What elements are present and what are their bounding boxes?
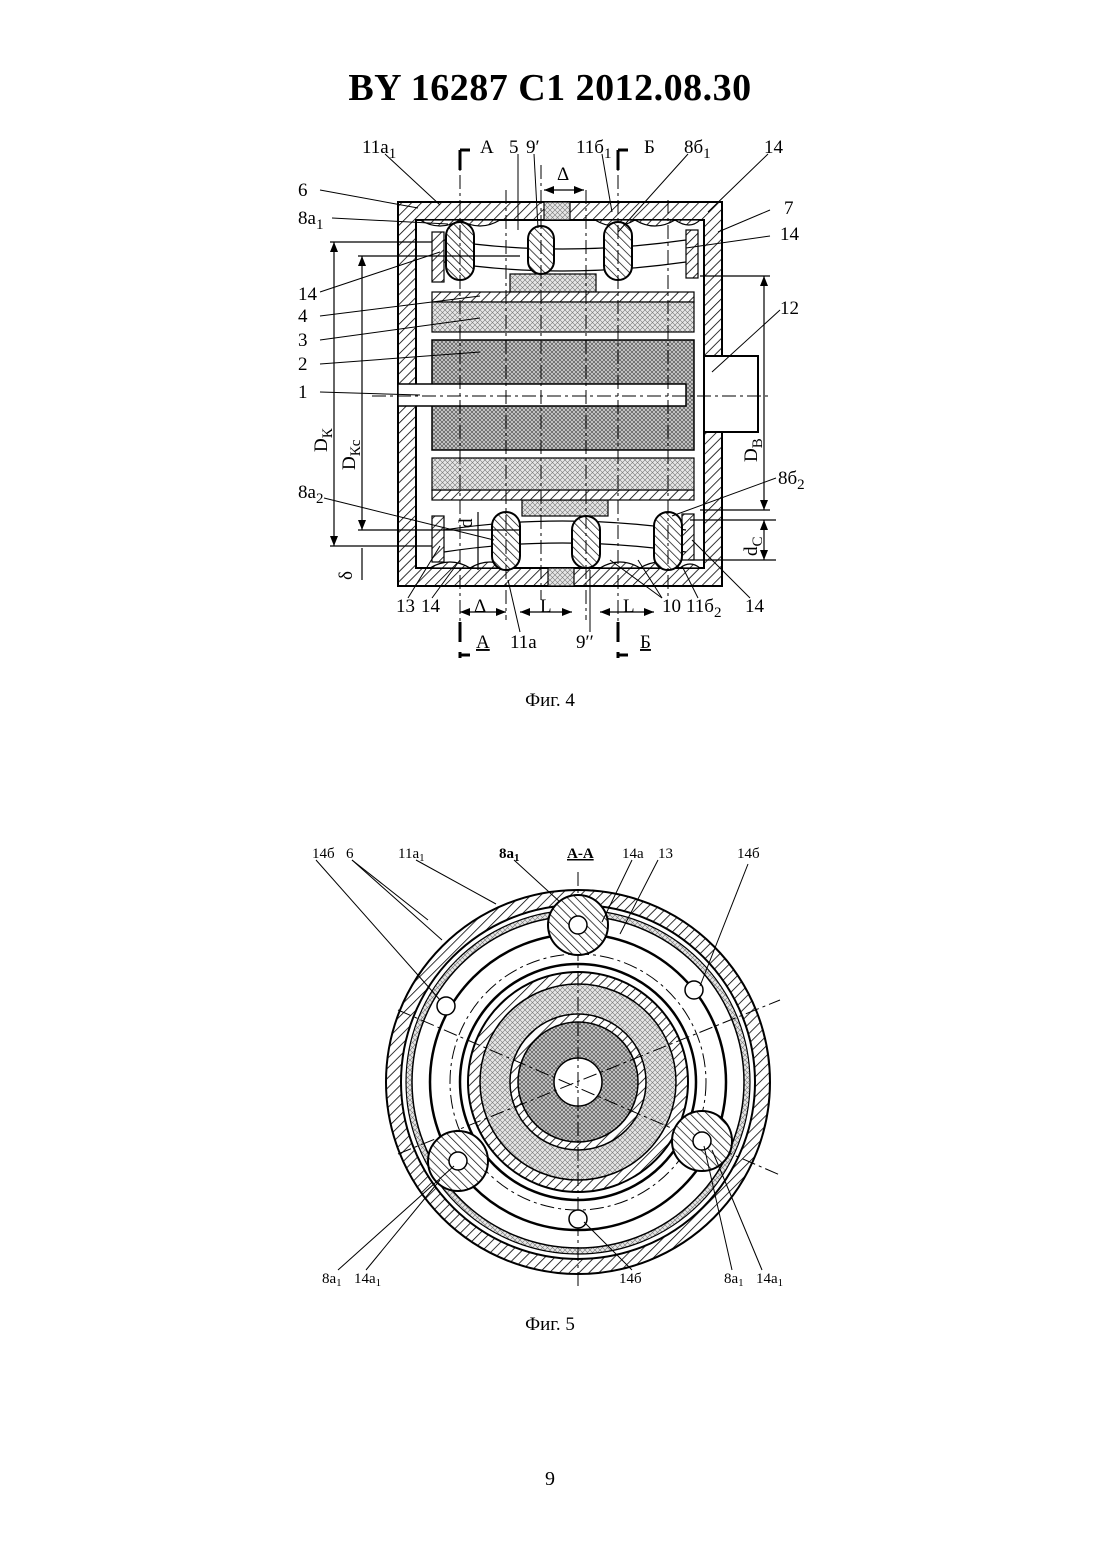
f5-label-14b-bottom: 14б — [619, 1271, 642, 1287]
guide-top-2 — [444, 262, 686, 271]
f5-label-14b-tl: 14б — [312, 846, 335, 862]
output-cap — [704, 356, 758, 432]
label-B-top: Б — [644, 137, 655, 158]
right-bearing-bottom — [682, 514, 694, 560]
f5-label-13: 13 — [658, 846, 673, 862]
label-delta-bottom: Δ — [474, 596, 486, 617]
label-d: d — [456, 518, 477, 528]
label-9prime: 9′ — [526, 137, 540, 158]
left-bearing-bottom — [432, 516, 444, 562]
f5-label-11a1: 11a1 — [398, 846, 425, 864]
f5-label-6: 6 — [346, 846, 354, 862]
f5-label-14a1-bl: 14a1 — [354, 1271, 381, 1289]
stator-block-bottom — [522, 500, 608, 516]
label-9dprime: 9′′ — [576, 632, 594, 653]
label-14-br: 14 — [745, 596, 765, 617]
label-L-2: L — [623, 596, 635, 617]
label-A-bottom: А — [476, 632, 490, 653]
label-12: 12 — [780, 298, 799, 319]
label-14-l: 14 — [298, 284, 318, 305]
label-14-tr: 14 — [764, 137, 784, 158]
label-L-1: L — [540, 596, 552, 617]
left-bearing-top — [432, 232, 444, 282]
label-11b1: 11б1 — [576, 137, 611, 162]
label-1: 1 — [298, 382, 308, 403]
page-number: 9 — [0, 1468, 1100, 1491]
label-8b2: 8б2 — [778, 468, 805, 493]
label-5: 5 — [509, 137, 519, 158]
stator-block-top — [510, 274, 596, 292]
figure-4-caption: Фиг. 4 — [0, 690, 1100, 712]
label-11a: 11a — [510, 632, 537, 653]
label-11a1: 11a1 — [362, 137, 396, 162]
layer-4-bottom — [432, 490, 694, 500]
f5-label-8a1-br: 8a1 — [724, 1271, 744, 1289]
layer-3-bottom — [432, 458, 694, 490]
f5-label-14a1-br: 14a1 — [756, 1271, 783, 1289]
label-7: 7 — [784, 198, 794, 219]
label-A-top: А — [480, 137, 494, 158]
f5-label-14b-tr: 14б — [737, 846, 760, 862]
layer-3-top — [432, 302, 694, 332]
f5-label-8a1-top: 8a1 — [499, 846, 520, 864]
guide-bottom-2 — [444, 543, 686, 552]
label-DB: DВ — [741, 438, 766, 462]
label-3: 3 — [298, 330, 308, 351]
right-bearing-top — [686, 230, 698, 278]
figure-5: 14б 6 11a1 8a1 А-А 14a 13 14б 8a1 14a1 1… — [312, 846, 783, 1290]
f5-label-8a1-bl: 8a1 — [322, 1271, 342, 1289]
label-2: 2 — [298, 354, 308, 375]
top-insert — [544, 202, 570, 220]
f5-label-14a: 14a — [622, 846, 644, 862]
figure-5-caption: Фиг. 5 — [0, 1314, 1100, 1336]
label-14-r: 14 — [780, 224, 800, 245]
label-14-bl: 14 — [421, 596, 441, 617]
label-8b1: 8б1 — [684, 137, 711, 162]
figure-4: 11a1 А 5 9′ 11б1 Б 8б1 14 Δ 6 8a1 7 14 1… — [298, 137, 805, 658]
bottom-insert — [548, 568, 574, 586]
f5-label-AA: А-А — [567, 846, 594, 862]
label-4: 4 — [298, 306, 308, 327]
label-6: 6 — [298, 180, 308, 201]
label-8a1: 8a1 — [298, 208, 323, 233]
label-DKc: DКc — [339, 439, 364, 470]
label-11b2: 11б2 — [686, 596, 721, 621]
label-13: 13 — [396, 596, 415, 617]
label-delta-top: Δ — [557, 164, 569, 185]
label-delta-small: δ — [336, 571, 357, 580]
shaft — [398, 384, 686, 406]
label-B-bottom: Б — [640, 632, 651, 653]
label-8a2: 8a2 — [298, 482, 323, 507]
guide-top-1 — [444, 240, 686, 249]
label-10: 10 — [662, 596, 681, 617]
label-DK: DК — [311, 427, 336, 452]
guide-bottom-1 — [444, 521, 686, 530]
